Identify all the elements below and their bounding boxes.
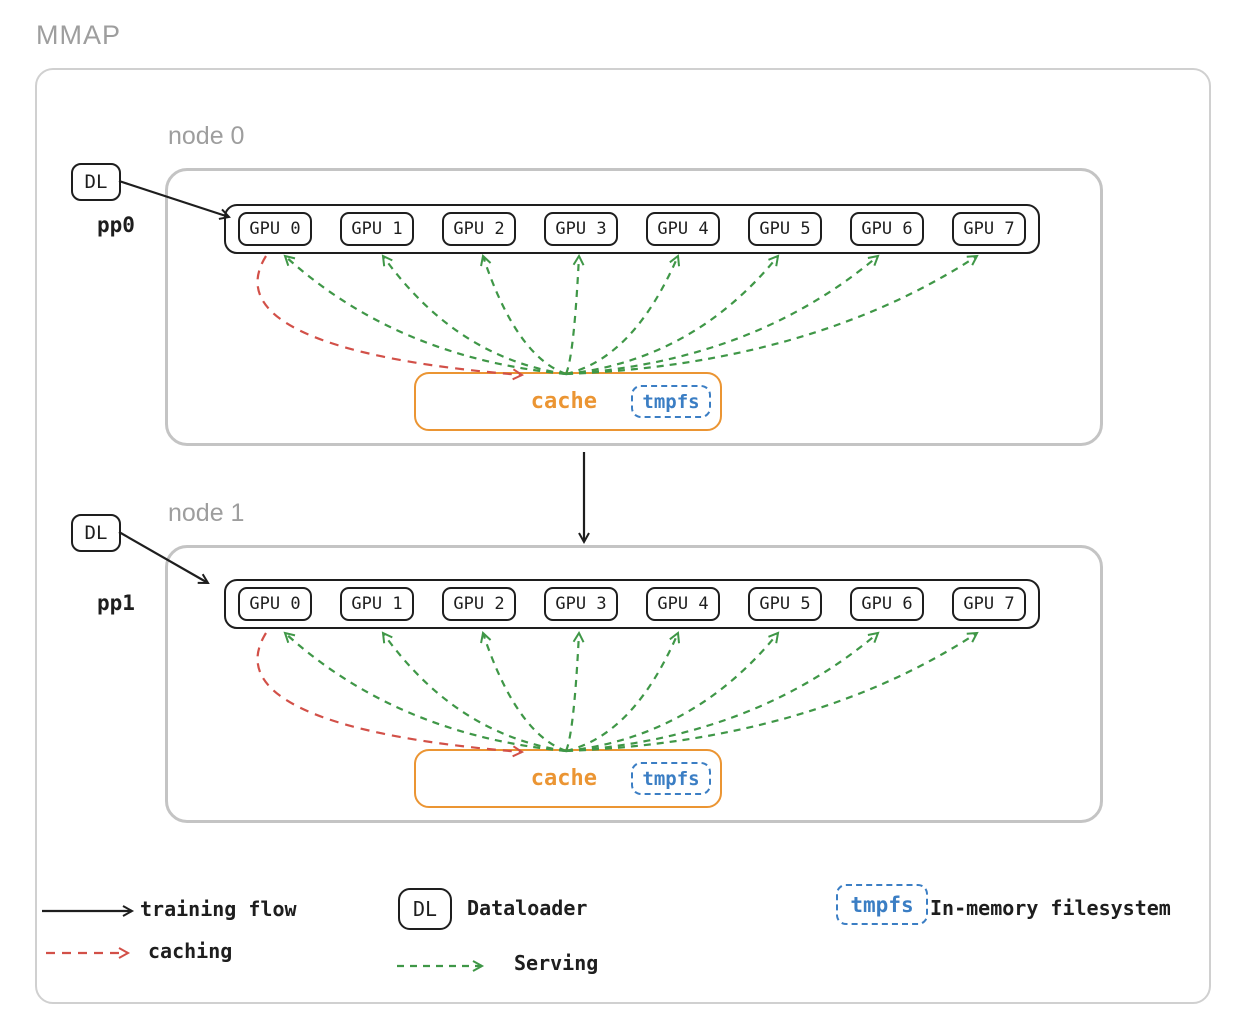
node0-gpu-4: GPU 4 xyxy=(646,212,720,246)
node1-label: node 1 xyxy=(168,499,245,527)
legend-caching-label: caching xyxy=(148,939,233,963)
node0-gpu-1: GPU 1 xyxy=(340,212,414,246)
node0-cache-box: cache tmpfs xyxy=(414,372,722,431)
node0-gpu-2: GPU 2 xyxy=(442,212,516,246)
node1-gpu-7: GPU 7 xyxy=(952,587,1026,621)
legend-tmpfs-chip: tmpfs xyxy=(836,884,928,925)
node0-gpu-6: GPU 6 xyxy=(850,212,924,246)
legend-serving-label: Serving xyxy=(514,951,599,975)
node1-gpu-5: GPU 5 xyxy=(748,587,822,621)
node1-gpu-2: GPU 2 xyxy=(442,587,516,621)
legend-in-memory-label: In-memory filesystem xyxy=(930,896,1171,920)
node1-cache-label: cache xyxy=(530,766,597,791)
node0-tmpfs-chip: tmpfs xyxy=(631,385,711,418)
node0-pp-label: pp0 xyxy=(97,213,135,237)
legend-dataloader-label: Dataloader xyxy=(467,896,588,920)
node1-gpu-3: GPU 3 xyxy=(544,587,618,621)
node1-tmpfs-chip: tmpfs xyxy=(631,762,711,795)
node1-pp-label: pp1 xyxy=(97,591,135,615)
node0-gpu-0: GPU 0 xyxy=(238,212,312,246)
diagram-title: MMAP xyxy=(36,20,121,50)
mmap-container-box xyxy=(35,68,1211,1004)
legend-dataloader-box: DL xyxy=(398,888,452,930)
node0-gpu-7: GPU 7 xyxy=(952,212,1026,246)
node0-box xyxy=(165,168,1103,446)
node1-gpu-6: GPU 6 xyxy=(850,587,924,621)
node1-box xyxy=(165,545,1103,823)
node0-label: node 0 xyxy=(168,122,245,150)
node0-gpu-row: GPU 0 GPU 1 GPU 2 GPU 3 GPU 4 GPU 5 GPU … xyxy=(224,204,1040,254)
node1-cache-box: cache tmpfs xyxy=(414,749,722,808)
node0-gpu-5: GPU 5 xyxy=(748,212,822,246)
node0-gpu-3: GPU 3 xyxy=(544,212,618,246)
node0-cache-label: cache xyxy=(530,389,597,414)
node0-dataloader-box: DL xyxy=(71,163,121,201)
legend-training-flow-label: training flow xyxy=(140,897,297,921)
node1-gpu-4: GPU 4 xyxy=(646,587,720,621)
node1-gpu-row: GPU 0 GPU 1 GPU 2 GPU 3 GPU 4 GPU 5 GPU … xyxy=(224,579,1040,629)
node1-gpu-0: GPU 0 xyxy=(238,587,312,621)
node1-dataloader-box: DL xyxy=(71,514,121,552)
node1-gpu-1: GPU 1 xyxy=(340,587,414,621)
